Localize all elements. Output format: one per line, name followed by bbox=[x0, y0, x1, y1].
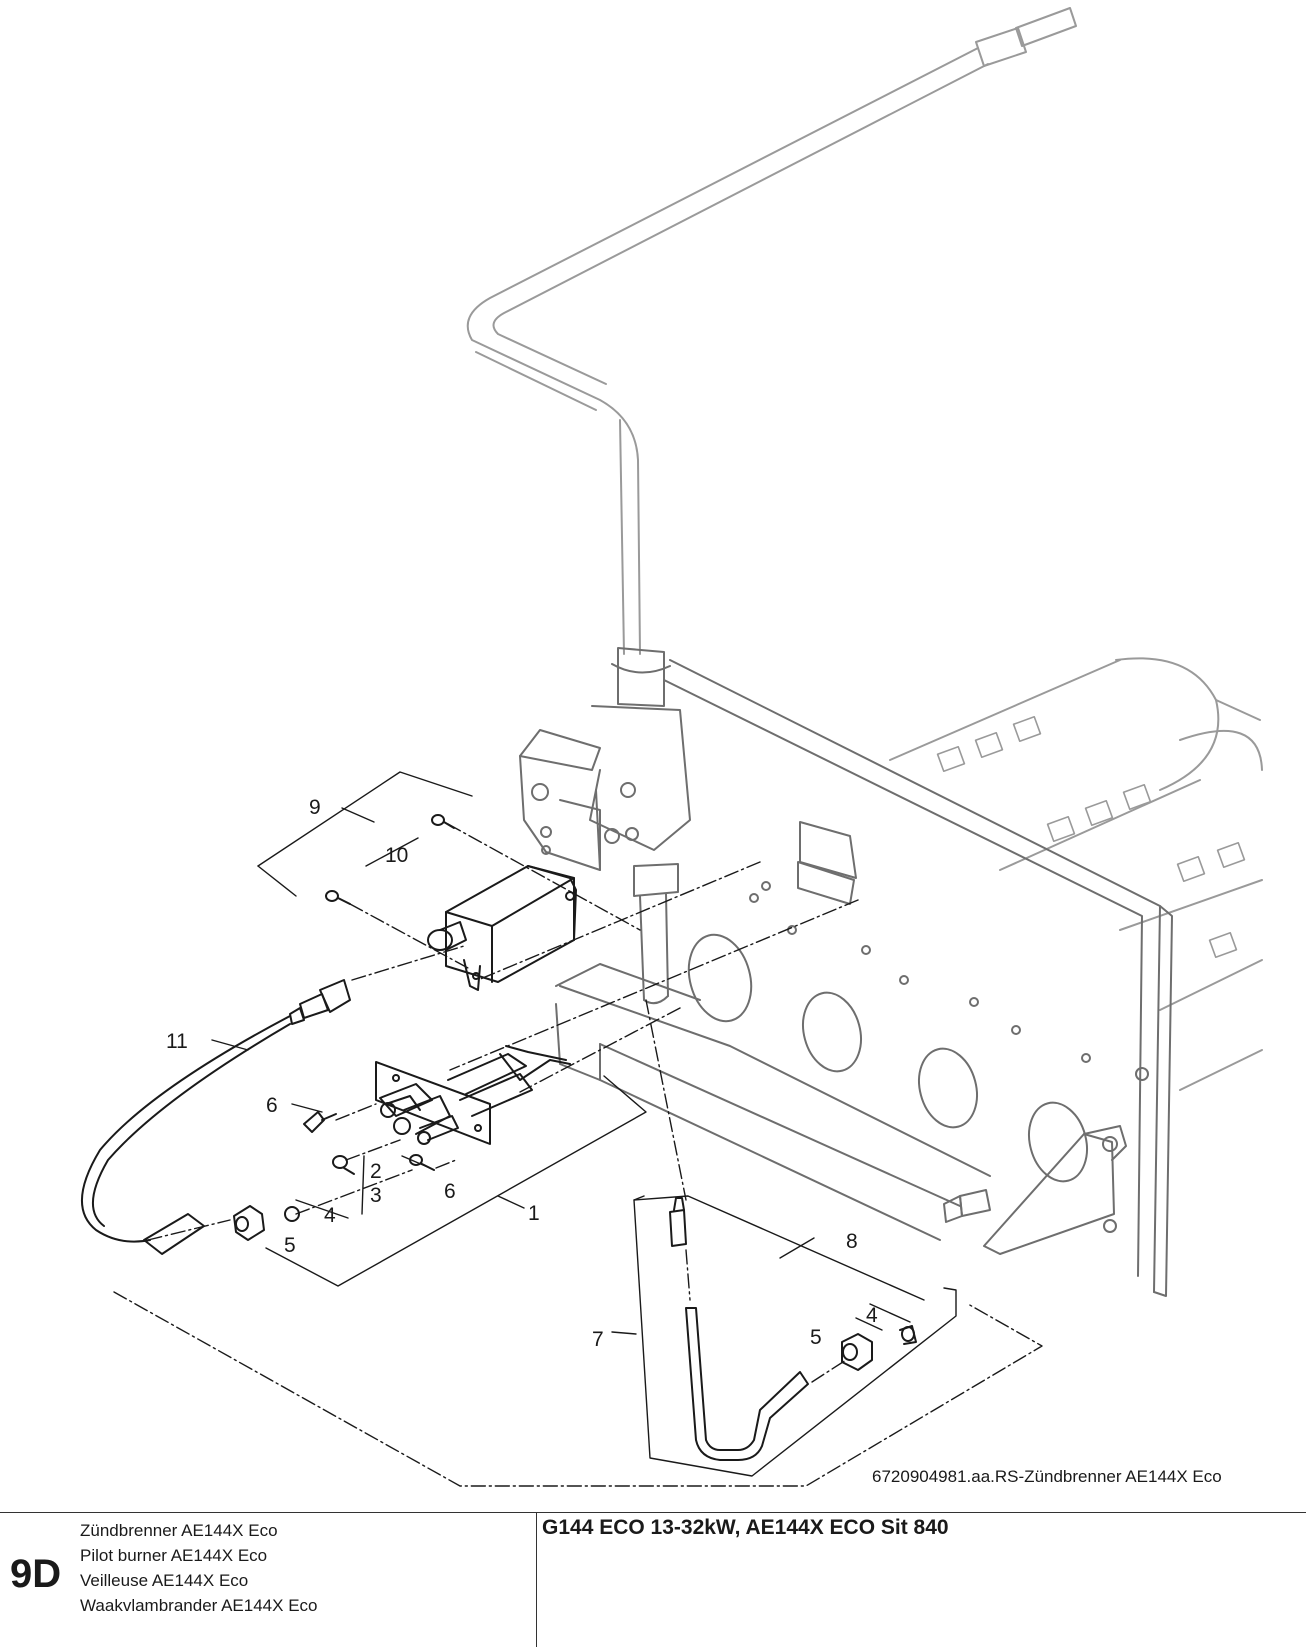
gas-supply-pipe bbox=[466, 7, 1077, 655]
burner-frame bbox=[555, 659, 1173, 1297]
callout-3: 3 bbox=[370, 1184, 382, 1207]
small-fittings-left bbox=[233, 1111, 435, 1241]
callout-5-left: 5 bbox=[284, 1234, 296, 1257]
callout-10: 10 bbox=[385, 844, 408, 867]
callout-7: 7 bbox=[592, 1328, 604, 1351]
title-de: Zündbrenner AE144X Eco bbox=[80, 1521, 278, 1540]
pilot-burner-assembly bbox=[375, 1045, 571, 1145]
exploded-parts-drawing: 9 10 11 6 2 3 4 5 1 6 8 7 5 4 6720904981… bbox=[81, 7, 1263, 1487]
callout-8: 8 bbox=[846, 1230, 858, 1253]
title-block-divider bbox=[536, 1513, 537, 1647]
title-nl: Waakvlambrander AE144X Eco bbox=[80, 1596, 318, 1615]
callout-4-left: 4 bbox=[324, 1204, 336, 1227]
drawing-reference: 6720904981.aa.RS-Zündbrenner AE144X Eco bbox=[872, 1467, 1222, 1486]
title-fr: Veilleuse AE144X Eco bbox=[80, 1571, 249, 1590]
thermocouple-cable bbox=[81, 979, 351, 1255]
callout-6-upper: 6 bbox=[266, 1094, 278, 1117]
callout-9: 9 bbox=[309, 796, 321, 819]
callout-4-right: 4 bbox=[866, 1304, 878, 1327]
callout-6-lower: 6 bbox=[444, 1180, 456, 1203]
callout-11: 11 bbox=[166, 1030, 188, 1053]
burner-tubes bbox=[889, 657, 1263, 1091]
title-block bbox=[0, 1512, 1306, 1647]
title-en: Pilot burner AE144X Eco bbox=[80, 1546, 268, 1565]
model-title: G144 ECO 13-32kW, AE144X ECO Sit 840 bbox=[542, 1516, 949, 1539]
callout-2: 2 bbox=[370, 1160, 382, 1183]
pilot-pipe-kit bbox=[669, 1197, 917, 1461]
callout-1: 1 bbox=[528, 1202, 540, 1225]
gas-valve bbox=[519, 647, 691, 1005]
leader-lines bbox=[211, 771, 957, 1477]
callout-numbers: 9 10 11 6 2 3 4 5 1 6 8 7 5 4 6720904981… bbox=[166, 796, 1222, 1486]
callout-5-right: 5 bbox=[810, 1326, 822, 1349]
ignition-module bbox=[427, 865, 577, 991]
assembly-lines bbox=[113, 823, 1043, 1487]
part-titles: Zündbrenner AE144X Eco Pilot burner AE14… bbox=[80, 1518, 318, 1618]
section-code: 9D bbox=[10, 1552, 62, 1596]
